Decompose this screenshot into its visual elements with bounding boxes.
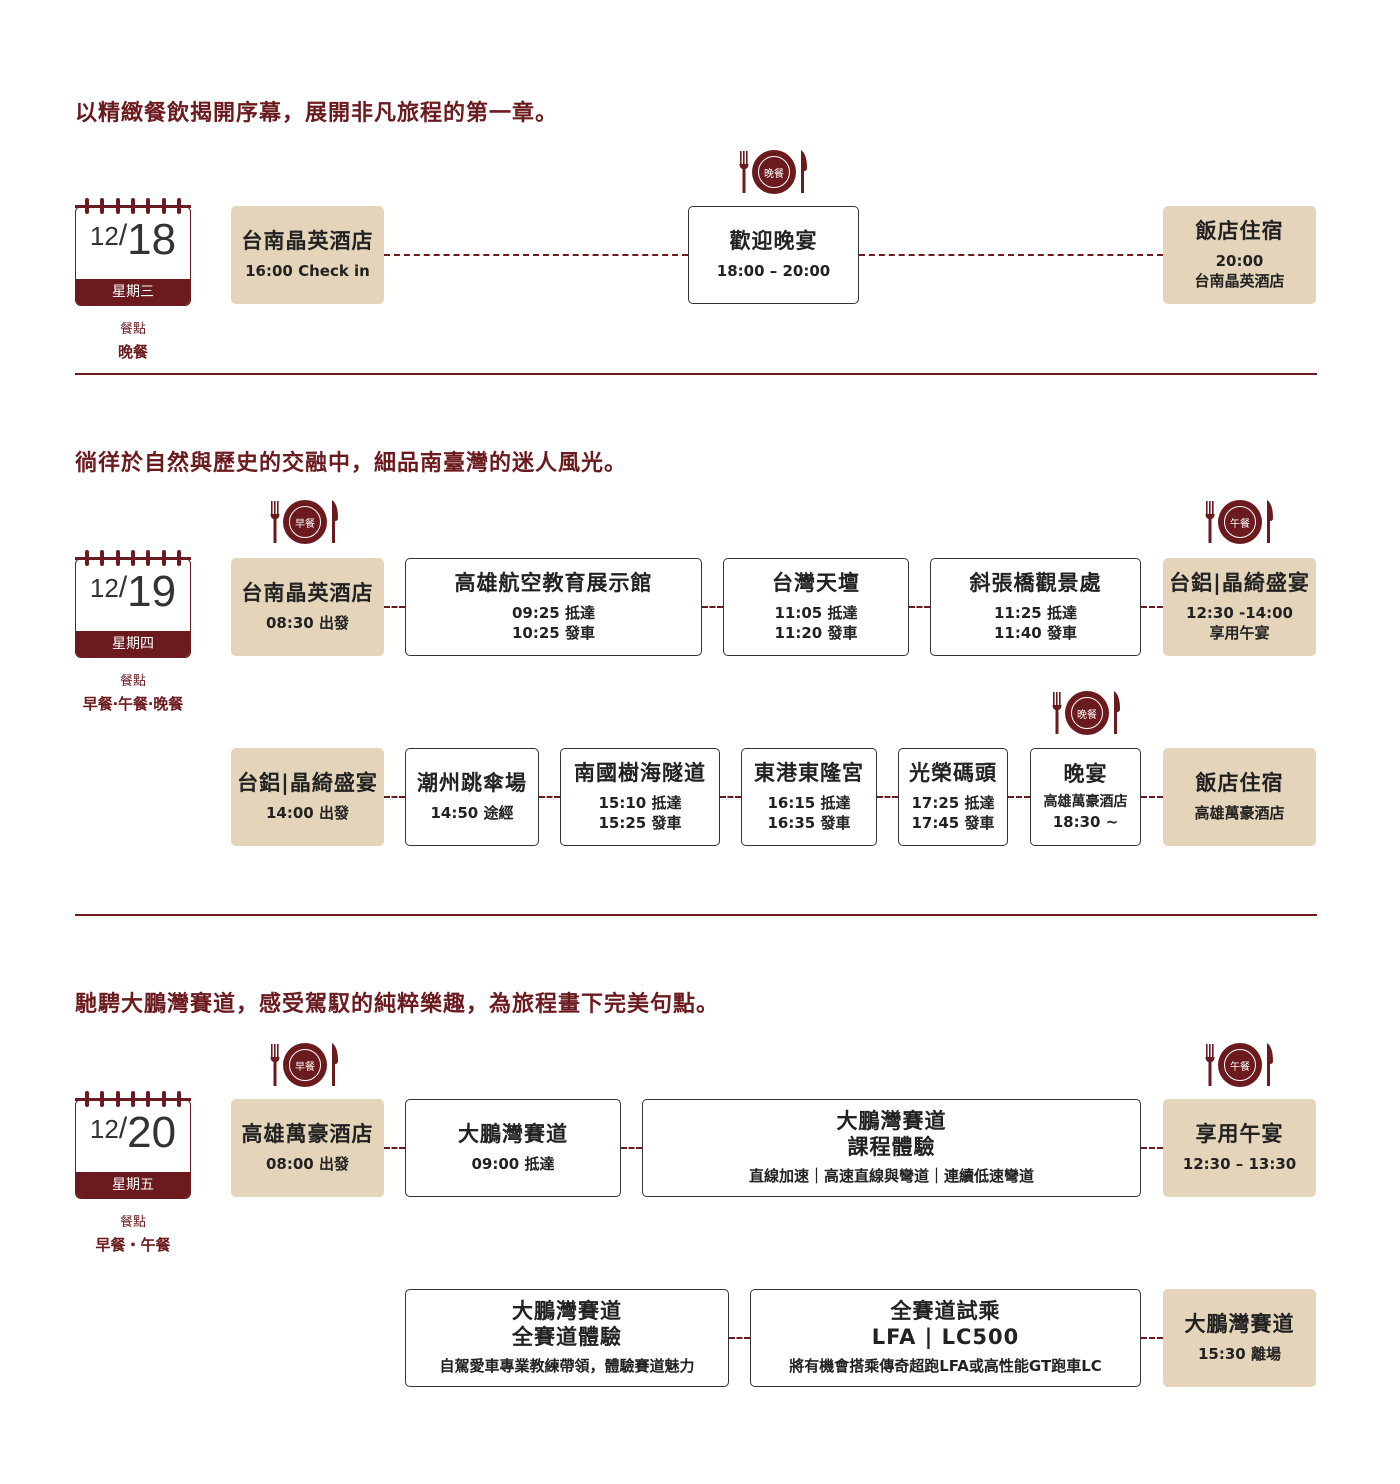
month: 12 (89, 221, 119, 251)
stop-card: 飯店住宿高雄萬豪酒店 (1163, 748, 1316, 846)
day2-heading: 徜徉於自然與歷史的交融中，細品南臺灣的迷人風光。 (75, 451, 628, 476)
connector (384, 606, 405, 608)
connector (621, 1147, 642, 1149)
divider (75, 373, 1317, 375)
breakfast-icon: 早餐 (268, 1040, 340, 1090)
connector (729, 1337, 750, 1339)
dinner-icon: 晚餐 (1050, 688, 1122, 738)
connector (384, 796, 405, 798)
weekday: 星期三 (76, 279, 190, 305)
day3-calendar-icon: 12/20 星期五 (75, 1091, 191, 1199)
connector (1008, 796, 1030, 798)
connector (1141, 1147, 1163, 1149)
connector (702, 606, 723, 608)
day3-meals: 餐點早餐・午餐 (95, 1215, 171, 1254)
connector (720, 796, 741, 798)
connector (859, 254, 1163, 256)
lunch-icon: 午餐 (1203, 1040, 1275, 1090)
connector (1141, 1337, 1163, 1339)
stop-card: 大鵬灣賽道課程體驗直線加速｜高速直線與彎道｜連續低速彎道 (642, 1099, 1141, 1197)
connector (539, 796, 560, 798)
connector (1141, 796, 1163, 798)
connector (877, 796, 898, 798)
day1-calendar-icon: 12/18 星期三 (75, 198, 191, 306)
connector (1141, 606, 1163, 608)
lunch-icon: 午餐 (1203, 497, 1275, 547)
divider (75, 914, 1317, 916)
day: 18 (127, 215, 177, 264)
connector (909, 606, 930, 608)
day2-calendar-icon: 12/19 星期四 (75, 550, 191, 658)
day3-heading: 馳騁大鵬灣賽道，感受駕馭的純粹樂趣，為旅程畫下完美句點。 (75, 992, 720, 1017)
connector (384, 254, 688, 256)
stop-card: 大鵬灣賽道全賽道體驗自駕愛車專業教練帶領，體驗賽道魅力 (405, 1289, 729, 1387)
day1-heading: 以精緻餐飲揭開序幕，展開非凡旅程的第一章。 (75, 101, 559, 126)
day2-meals: 餐點早餐‧午餐‧晚餐 (82, 674, 184, 713)
dinner-icon: 晚餐 (737, 147, 809, 197)
day1-meals: 餐點晚餐 (117, 322, 148, 361)
connector (384, 1147, 405, 1149)
breakfast-icon: 早餐 (268, 497, 340, 547)
